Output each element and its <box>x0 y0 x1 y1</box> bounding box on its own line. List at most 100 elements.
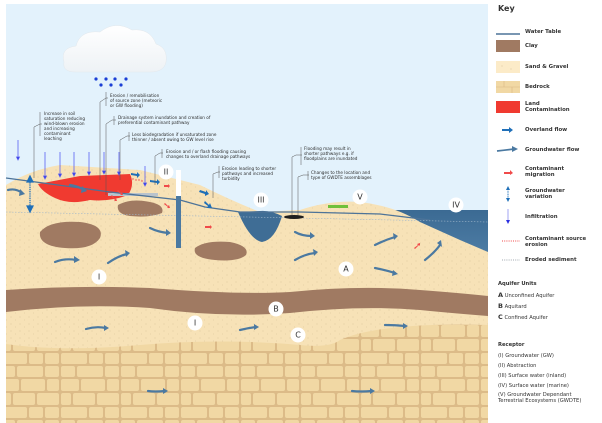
svg-text:A: A <box>343 265 349 274</box>
gwdte-vegetation <box>328 205 348 208</box>
cloud-icon <box>63 25 167 73</box>
key-item-infiltration: Infiltration <box>488 209 602 225</box>
receptor-title: Receptor <box>498 342 525 348</box>
contaminant-migration-arrows <box>111 184 420 249</box>
key-item-groundwater-variation: Groundwater variation <box>488 186 602 202</box>
annotation-leaders <box>33 92 309 215</box>
annotation-drainage-inundation: Drainage system inundation and creation … <box>118 115 211 125</box>
receptor-marker-II: II <box>158 164 174 180</box>
annotation-line: and increasing <box>44 126 75 131</box>
annotation-line: pathways and increased <box>222 171 273 176</box>
annotation-line: Increase in soil <box>44 111 75 116</box>
key-item-land-contamination: Land Contamination <box>488 101 602 117</box>
key-item-bedrock: Bedrock <box>488 81 602 97</box>
annotation-line: Less biodegradation if unsaturated zone <box>132 132 217 137</box>
inland-water <box>238 210 282 242</box>
annotation-line: changes to overland drainage pathways <box>166 154 250 159</box>
annotation-line: shorter pathways e.g. if <box>304 151 354 156</box>
abstraction-well-head <box>176 170 181 196</box>
annotation-line: type of GWDTE assemblages <box>311 175 372 180</box>
annotation-line: preferential contaminant pathway <box>118 120 190 125</box>
clay-lens <box>194 241 247 261</box>
annotation-line: thinner / absent owing to GW level rise <box>132 137 214 142</box>
svg-text:IV: IV <box>452 201 460 210</box>
annotation-line: of source zone (meteoric <box>110 98 163 103</box>
annotation-line: wind-blown erosion <box>44 121 85 126</box>
key-title: Key <box>498 4 515 13</box>
aquifer-unit-C: C Confined Aquifer <box>498 313 548 321</box>
receptor-marker-I: I <box>91 269 107 285</box>
svg-text:I: I <box>98 273 100 282</box>
groundwater-flow-icon <box>496 146 518 152</box>
key-panel: Key Water Table Clay Sand & Gravel Bedro… <box>488 0 602 423</box>
bedrock-swatch-icon <box>496 81 520 93</box>
annotation-line: Erosion / remobilisation <box>110 93 160 98</box>
receptor-marker-V: V <box>352 189 368 205</box>
annotation-line: Flooding may result in <box>304 146 351 151</box>
annotation-line: turbidity <box>222 176 240 181</box>
floodplain-sediment <box>284 215 304 219</box>
key-item-contaminant-source-erosion: Contaminant source erosion <box>488 233 602 249</box>
aquifer-unit-B: B Aquitard <box>498 302 527 310</box>
water-table-dashed <box>5 211 489 223</box>
receptor-item: (V) Groundwater Dependant Terrestrial Ec… <box>498 392 582 404</box>
key-item-sand-gravel: Sand & Gravel <box>488 61 602 77</box>
abstraction-well <box>176 196 181 248</box>
svg-text:C: C <box>295 331 301 340</box>
clay-aquitard-band <box>6 286 488 316</box>
svg-text:I: I <box>194 319 196 328</box>
contaminant-source-erosion-icon <box>502 240 520 242</box>
infiltration-icon <box>506 209 510 224</box>
clay-lens <box>39 221 101 249</box>
eroded-sediment-icon <box>502 259 520 261</box>
aquifer-marker-A: A <box>338 261 354 277</box>
groundwater-variation-arrow <box>26 174 34 214</box>
annotation-line: Drainage system inundation and creation … <box>118 115 211 120</box>
svg-text:B: B <box>273 305 279 314</box>
annotation-line: leaching <box>44 136 62 141</box>
key-item-eroded-sediment: Eroded sediment <box>488 254 602 270</box>
receptor-marker-IV: IV <box>448 197 464 213</box>
aquifer-unit-A: A Unconfined Aquifer <box>498 291 555 299</box>
receptor-item: (I) Groundwater (GW) <box>498 353 554 359</box>
annotation-line: contaminant <box>44 131 71 136</box>
annotation-line: Erosion leading to shorter <box>222 166 276 171</box>
key-item-clay: Clay <box>488 40 602 56</box>
key-item-water-table: Water Table <box>488 26 602 42</box>
svg-text:V: V <box>357 193 363 202</box>
receptor-item: (II) Abstraction <box>498 363 537 369</box>
contamination-swatch-icon <box>496 101 520 113</box>
groundwater-flow-arrowheads <box>19 186 442 394</box>
contaminant-migration-icon <box>504 170 513 175</box>
receptor-item: (IV) Surface water (marine) <box>498 383 569 389</box>
receptor-marker-III: III <box>253 192 269 208</box>
key-item-overland-flow: Overland flow <box>488 124 602 140</box>
infiltration-arrows <box>15 140 148 187</box>
aquifer-marker-C: C <box>290 327 306 343</box>
contaminant-source-erosion <box>132 178 143 182</box>
aquifer-marker-B: B <box>268 301 284 317</box>
receptor-item: (III) Surface water (inland) <box>498 373 567 379</box>
overland-flow-arrows <box>131 172 212 208</box>
water-table-line-icon <box>496 33 520 35</box>
aquifer-units-title: Aquifer Units <box>498 281 537 287</box>
bedrock-layer <box>6 324 488 423</box>
svg-text:II: II <box>164 168 169 177</box>
rain-icon <box>94 77 128 87</box>
groundwater-variation-icon <box>506 186 510 202</box>
sand-swatch-icon <box>496 61 520 73</box>
annotation-line: or GW flooding) <box>110 103 143 108</box>
annotation-line: Erosion and / or flash flooding causing <box>166 149 246 154</box>
annotation-line: Changes to the location and <box>311 170 370 175</box>
key-item-contaminant-migration: Contaminant migration <box>488 166 602 182</box>
annotation-line: floodplains are inundated <box>304 156 358 161</box>
overland-flow-icon <box>502 127 513 133</box>
receptor-marker-I-lower: I <box>187 315 203 331</box>
